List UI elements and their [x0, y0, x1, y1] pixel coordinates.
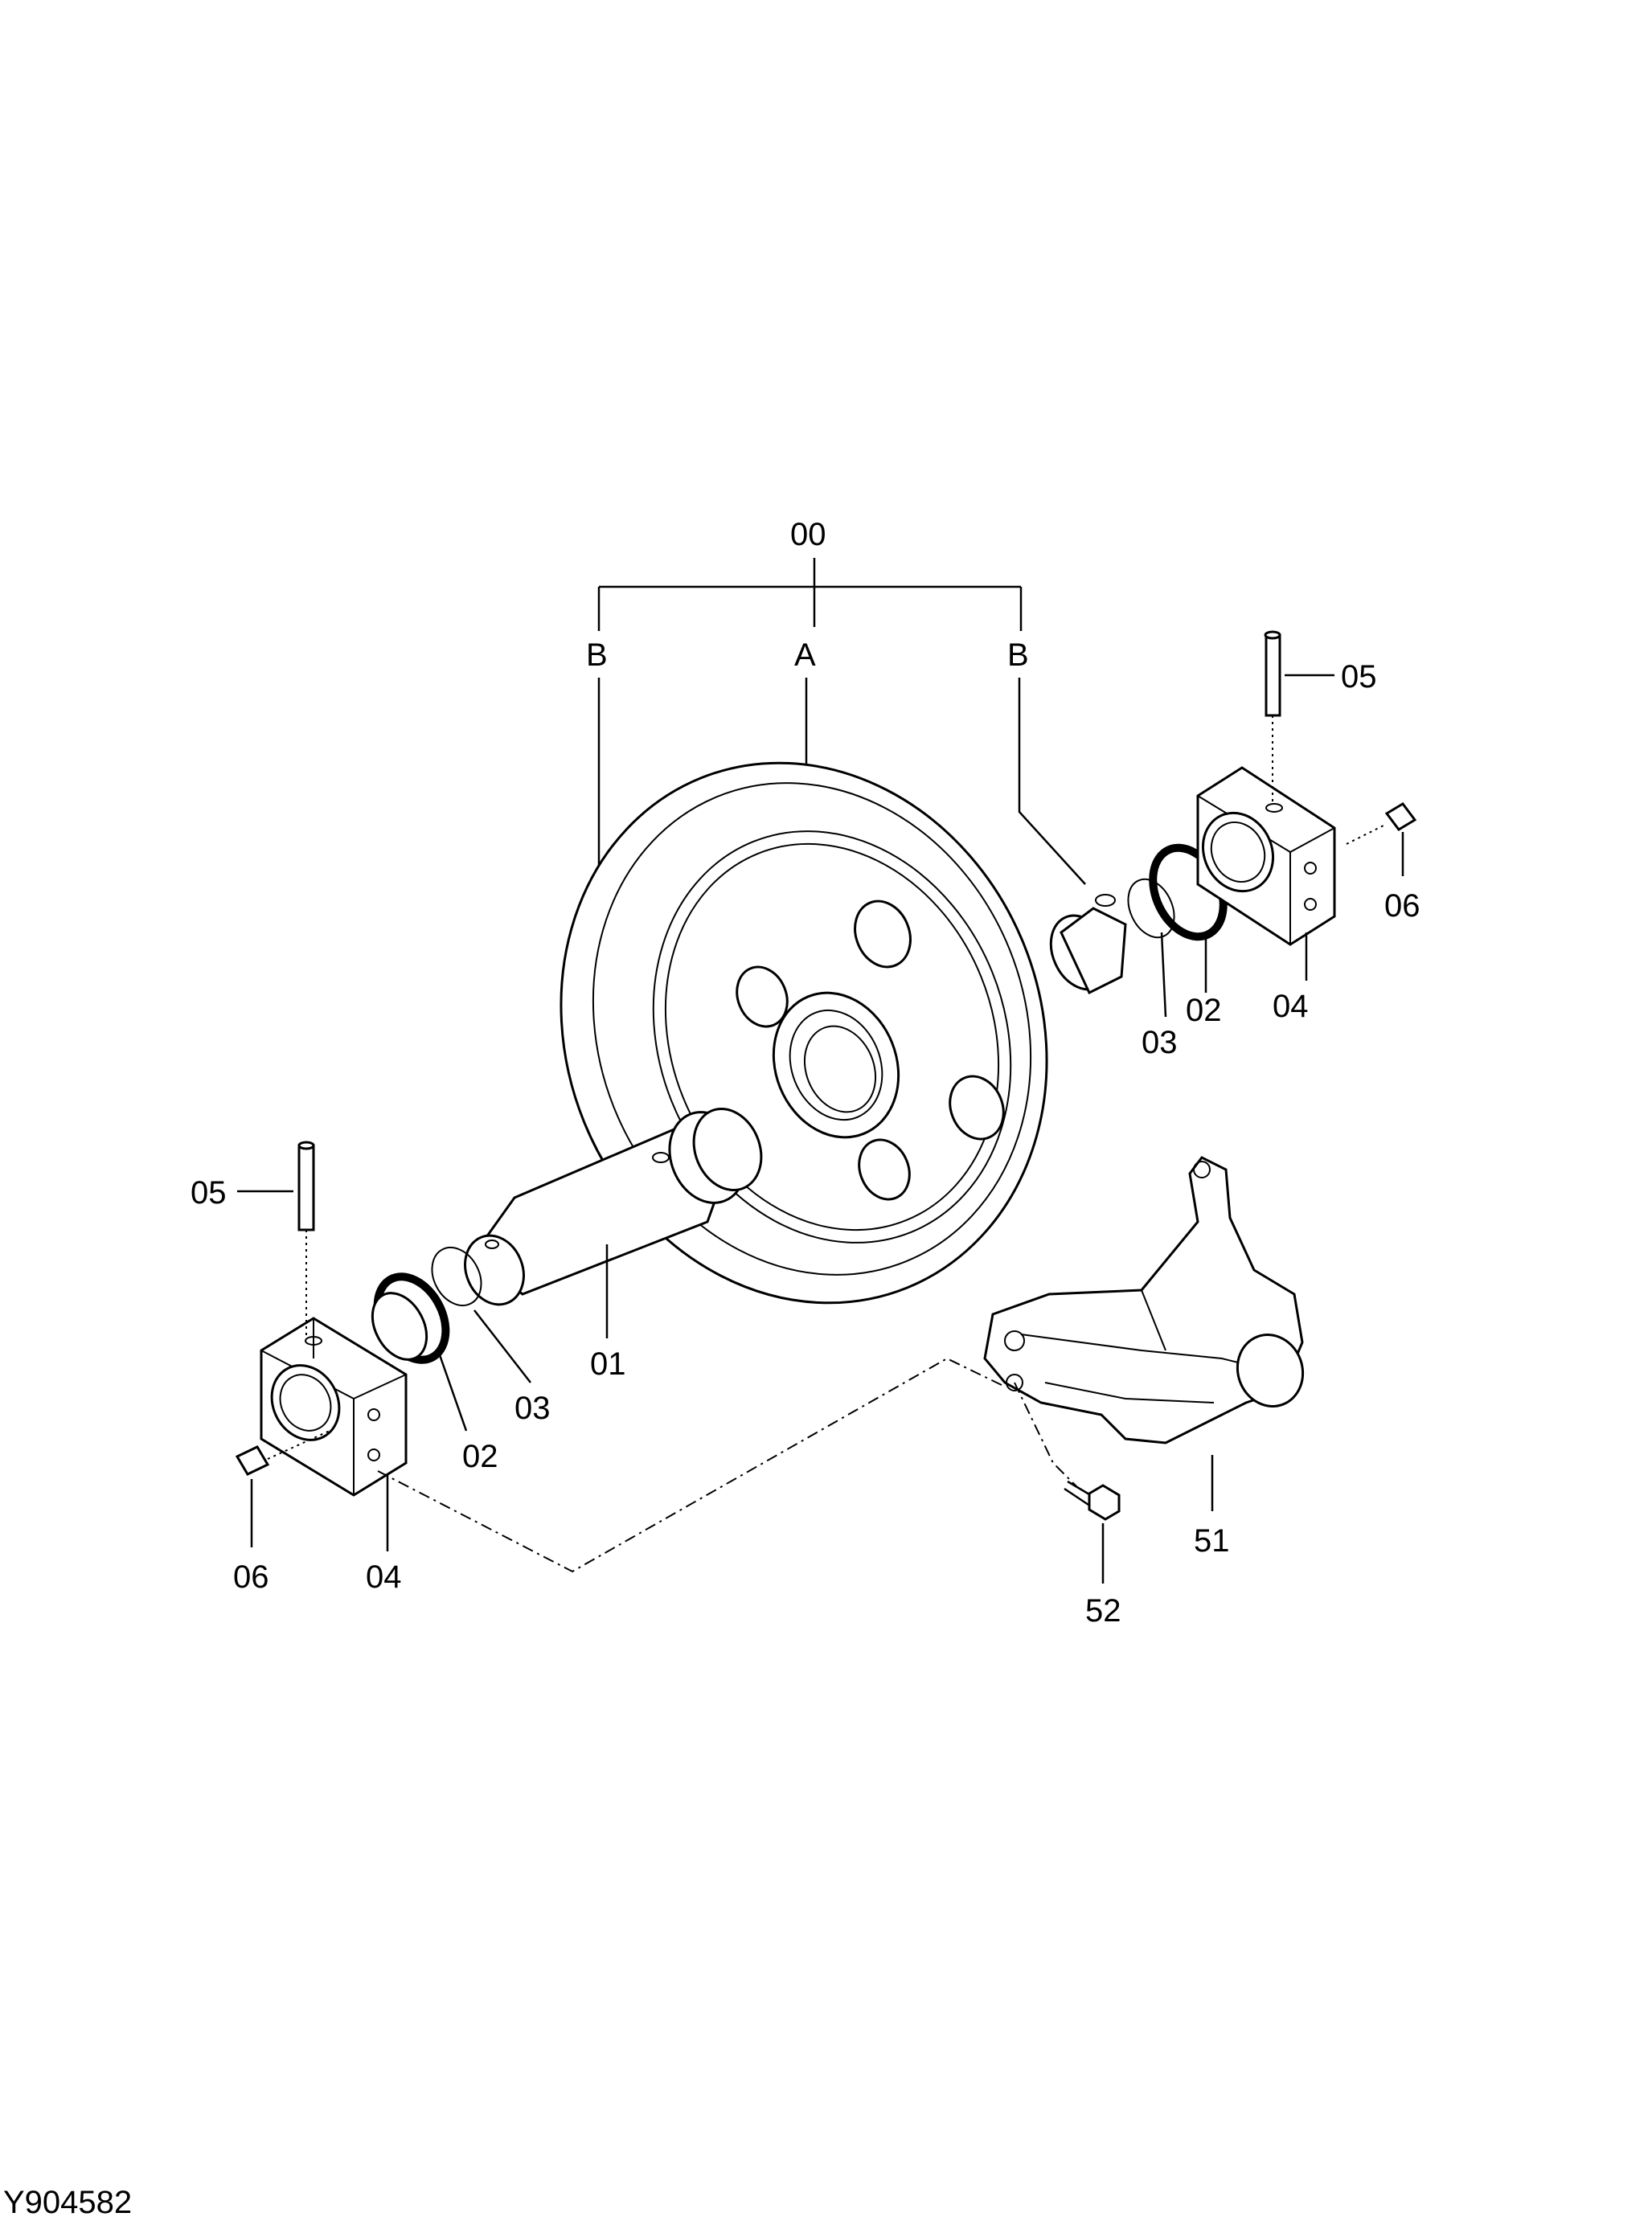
- yoke: [983, 1156, 1305, 1444]
- leader-03-right: [1160, 932, 1167, 1018]
- leader-03-left: [473, 1309, 531, 1383]
- label-02-right: 02: [1186, 993, 1222, 1028]
- label-03-left: 03: [514, 1391, 551, 1426]
- label-b-left: B: [586, 637, 608, 673]
- leader-b-right: [1018, 678, 1086, 885]
- plug-left: [235, 1430, 330, 1476]
- label-03-right: 03: [1142, 1025, 1178, 1060]
- label-04-right: 04: [1273, 989, 1309, 1024]
- label-05-right: 05: [1341, 659, 1377, 695]
- label-06-right: 06: [1384, 888, 1420, 924]
- bolt: [1064, 1480, 1121, 1521]
- bolt-axis-line: [1014, 1382, 1078, 1488]
- label-02-left: 02: [462, 1439, 498, 1474]
- leader-02-left: [437, 1350, 468, 1432]
- shaft: [464, 1108, 763, 1306]
- bearing-block-right: [1196, 766, 1336, 946]
- assembly-chain-line: [377, 1357, 1006, 1573]
- oring-left: [431, 1246, 482, 1307]
- figure-code: Y904582: [3, 2185, 133, 2220]
- bearing-block-left: [260, 1317, 408, 1497]
- label-b-right: B: [1007, 637, 1029, 673]
- plug-right: [1346, 802, 1417, 845]
- label-06-left: 06: [233, 1559, 269, 1595]
- oring-right: [1127, 878, 1175, 939]
- label-00: 00: [790, 517, 826, 552]
- label-52: 52: [1085, 1593, 1121, 1629]
- label-01: 01: [590, 1346, 626, 1382]
- pin-right: [1264, 630, 1281, 804]
- label-05-left: 05: [191, 1175, 227, 1211]
- label-51: 51: [1194, 1523, 1230, 1559]
- assembly-bracket: [597, 558, 1023, 631]
- label-a: A: [794, 637, 816, 673]
- collar-right: [1049, 894, 1127, 995]
- label-04-left: 04: [366, 1559, 402, 1595]
- pin-left: [297, 1141, 315, 1338]
